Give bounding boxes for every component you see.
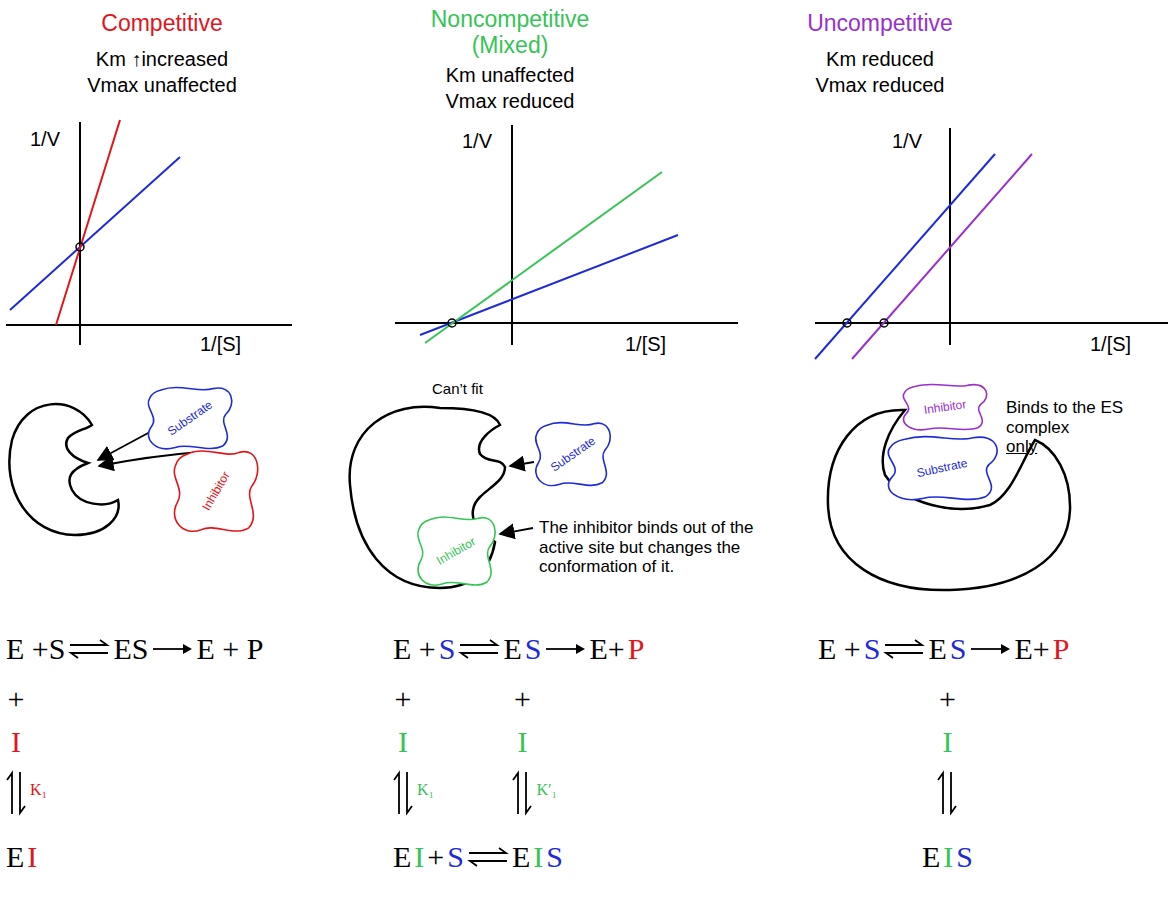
constant-label: K₁ [417, 782, 434, 798]
equation-term: I [414, 842, 424, 872]
axis-label: 1/V [30, 128, 60, 151]
reaction-arrow [969, 638, 1011, 660]
note: Binds to the ES complex [1006, 398, 1156, 437]
lineweaver-burk-plot [815, 128, 1168, 359]
equation-term: E + [818, 634, 861, 664]
reaction-arrow [544, 638, 586, 660]
inhibitor-blob: Inhibitor [897, 381, 992, 433]
effect-note: Vmax reduced [446, 90, 575, 113]
equation-term: E + [393, 634, 436, 664]
equilibrium-arrow [937, 770, 957, 816]
equation-row: E +SESE+P [818, 634, 1069, 664]
axis-label: 1/[S] [1090, 333, 1131, 356]
equation-term: I [27, 842, 37, 872]
equation-term: I [517, 727, 527, 757]
equation-term: S [864, 634, 881, 664]
constant-label: K′₁ [536, 782, 557, 798]
inhibitor-blob: Inhibitor [168, 445, 263, 537]
equation-row: EI [6, 842, 37, 872]
equation-term: E+ [1014, 634, 1049, 664]
lineweaver-burk-plot [6, 120, 292, 345]
constant-label: K₁ [30, 782, 47, 798]
substrate-blob: Substrate [880, 432, 1004, 504]
equation-term: S [439, 634, 456, 664]
equation-term: E+ [589, 634, 624, 664]
effect-note: Vmax unaffected [87, 74, 237, 97]
equation-term: I [11, 727, 21, 757]
equation-term: S [525, 634, 542, 664]
equilibrium-arrow [6, 770, 26, 816]
equation-term: S [950, 634, 967, 664]
axis-label: 1/V [462, 130, 492, 153]
equation-term: I [943, 842, 953, 872]
equation-term: S [956, 842, 973, 872]
axis-label: 1/[S] [200, 333, 241, 356]
equation-term: E [503, 634, 521, 664]
axis-label: 1/[S] [625, 333, 666, 356]
effect-note: Km reduced [826, 48, 934, 71]
equation-term: + [8, 684, 25, 714]
equation-term: E +S [6, 634, 65, 664]
effect-note: Km unaffected [446, 64, 575, 87]
equilibrium-arrow [467, 846, 509, 868]
equation-term: I [942, 727, 952, 757]
equation-term: + [395, 684, 412, 714]
effect-note: Km ↑increased [96, 48, 228, 71]
equation-term: S [447, 842, 464, 872]
equation-term: E [922, 842, 940, 872]
panel-title: Competitive [101, 10, 222, 36]
equilibrium-arrow [393, 770, 413, 816]
lineweaver-burk-plot [395, 125, 738, 345]
equation-term: ES [113, 634, 148, 664]
equation-term: + [939, 684, 956, 714]
equation-term: E [512, 842, 530, 872]
equation-term: P [628, 634, 645, 664]
substrate-blob: Substrate [530, 418, 615, 490]
axis-label: 1/V [892, 130, 922, 153]
note: Can’t fit [432, 380, 483, 397]
panel-title: Noncompetitive (Mixed) [415, 6, 605, 59]
equation-term: + [514, 684, 531, 714]
equilibrium-arrow [512, 770, 532, 816]
equation-term: I [533, 842, 543, 872]
enzyme-shape [828, 410, 1070, 590]
equilibrium-arrow [458, 638, 500, 660]
equation-term: S [546, 842, 563, 872]
reaction-arrow [151, 638, 193, 660]
note: The inhibitor binds out of the active si… [539, 518, 801, 577]
equation-row: E +SESE+P [393, 634, 644, 664]
effect-note: Vmax reduced [816, 74, 945, 97]
equilibrium-arrow [883, 638, 925, 660]
equation-term: I [398, 727, 408, 757]
equation-row: E +S ES E + P [6, 634, 263, 664]
note: only [1006, 437, 1037, 457]
inhibitor-blob: Inhibitor [412, 512, 500, 590]
enzyme-shape [9, 404, 118, 535]
enzyme-shape [350, 407, 505, 588]
equation-term: E [6, 842, 24, 872]
equation-term: E [928, 634, 946, 664]
equilibrium-arrow [68, 638, 110, 660]
substrate-blob: Substrate [142, 383, 237, 453]
equation-row: EI+SEIS [393, 842, 563, 872]
equation-term: E + P [196, 634, 263, 664]
equation-term: E [393, 842, 411, 872]
panel-title: Uncompetitive [807, 10, 953, 36]
equation-term: P [1053, 634, 1070, 664]
equation-row: EIS [922, 842, 973, 872]
equation-term: + [427, 842, 444, 872]
